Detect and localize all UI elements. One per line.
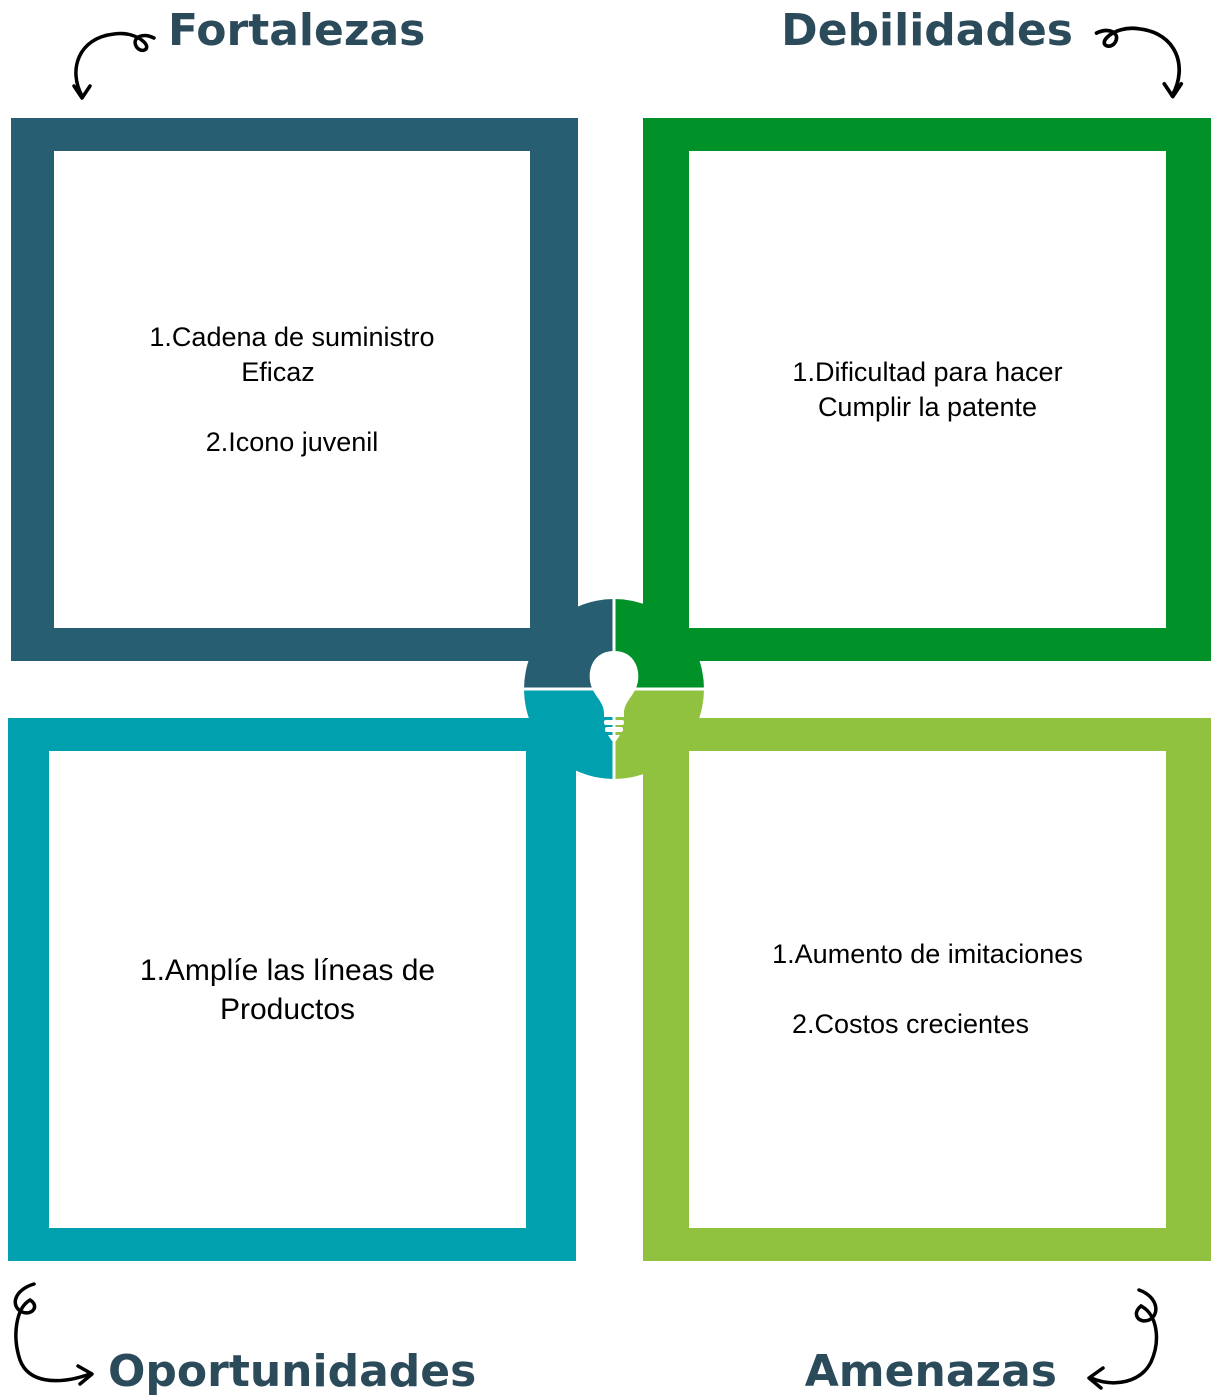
amenazas-item: 1.Aumento de imitaciones [772, 939, 1083, 969]
debilidades-item: 1.Dificultad para hacer [792, 356, 1063, 387]
fortalezas-item: Eficaz [241, 356, 315, 387]
title-debilidades: Debilidades [781, 5, 1073, 56]
fortalezas-item: 1.Cadena de suministro [149, 321, 435, 352]
curly-arrow-icon [72, 31, 156, 100]
title-oportunidades: Oportunidades [108, 1346, 477, 1397]
center-hub [520, 595, 708, 783]
fortalezas-item: 2.Icono juvenil [205, 426, 379, 457]
amenazas-box: 1.Aumento de imitaciones 2.Costos crecie… [643, 718, 1211, 1261]
curly-arrow-icon [13, 1282, 94, 1386]
lightbulb-icon [589, 651, 639, 741]
curly-arrow-icon [1087, 1288, 1159, 1390]
oportunidades-item: Productos [219, 992, 356, 1026]
debilidades-box: 1.Dificultad para hacer Cumplir la paten… [643, 118, 1211, 661]
title-amenazas: Amenazas [804, 1346, 1057, 1397]
fortalezas-box: 1.Cadena de suministro Eficaz 2.Icono ju… [11, 118, 578, 661]
curly-arrow-icon [1094, 26, 1184, 99]
amenazas-item: 2.Costos crecientes [791, 1009, 1030, 1039]
title-fortalezas: Fortalezas [168, 5, 426, 56]
debilidades-item: Cumplir la patente [817, 391, 1038, 422]
oportunidades-item: 1.Amplíe las líneas de [139, 953, 436, 987]
oportunidades-box: 1.Amplíe las líneas de Productos [8, 718, 576, 1261]
